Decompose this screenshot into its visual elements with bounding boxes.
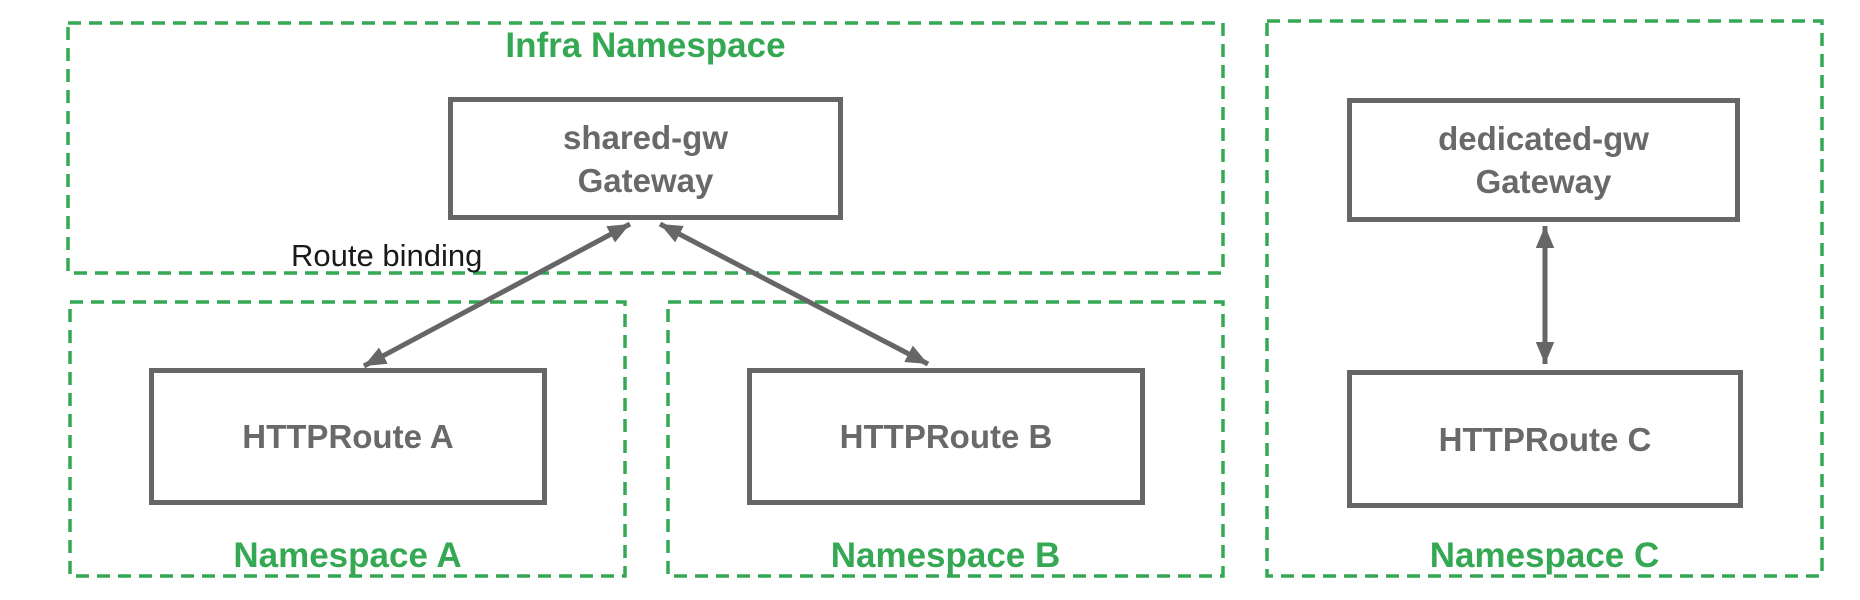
httproute-b-label: HTTPRoute B — [839, 418, 1053, 455]
infra-namespace-label: Infra Namespace — [505, 26, 786, 65]
httproute-c-box: HTTPRoute C — [1347, 370, 1743, 508]
namespace-b-border — [666, 300, 1225, 578]
httproute-b-box: HTTPRoute B — [747, 368, 1145, 505]
namespace-c-border — [1265, 19, 1824, 578]
httproute-a-box: HTTPRoute A — [149, 368, 547, 505]
namespace-a-border — [68, 300, 627, 578]
dedicated-gateway-box: dedicated-gw Gateway — [1347, 98, 1740, 222]
dedicated-gateway-name: dedicated-gw — [1438, 120, 1649, 157]
route-binding-label: Route binding — [291, 238, 483, 273]
route-binding-arrow-a — [362, 221, 632, 369]
httproute-a-label: HTTPRoute A — [242, 418, 454, 455]
shared-gateway-kind: Gateway — [577, 161, 714, 199]
namespace-b-label: Namespace B — [830, 536, 1061, 575]
dedicated-gateway-kind: Gateway — [1475, 163, 1612, 200]
shared-gateway-box: shared-gw Gateway — [448, 97, 843, 220]
namespace-c-label: Namespace C — [1429, 536, 1660, 575]
route-binding-arrow-b — [658, 221, 930, 367]
shared-gateway-name: shared-gw — [562, 118, 729, 156]
namespace-a-label: Namespace A — [233, 536, 462, 575]
httproute-c-label: HTTPRoute C — [1438, 420, 1652, 458]
infra-namespace-border — [66, 21, 1225, 275]
